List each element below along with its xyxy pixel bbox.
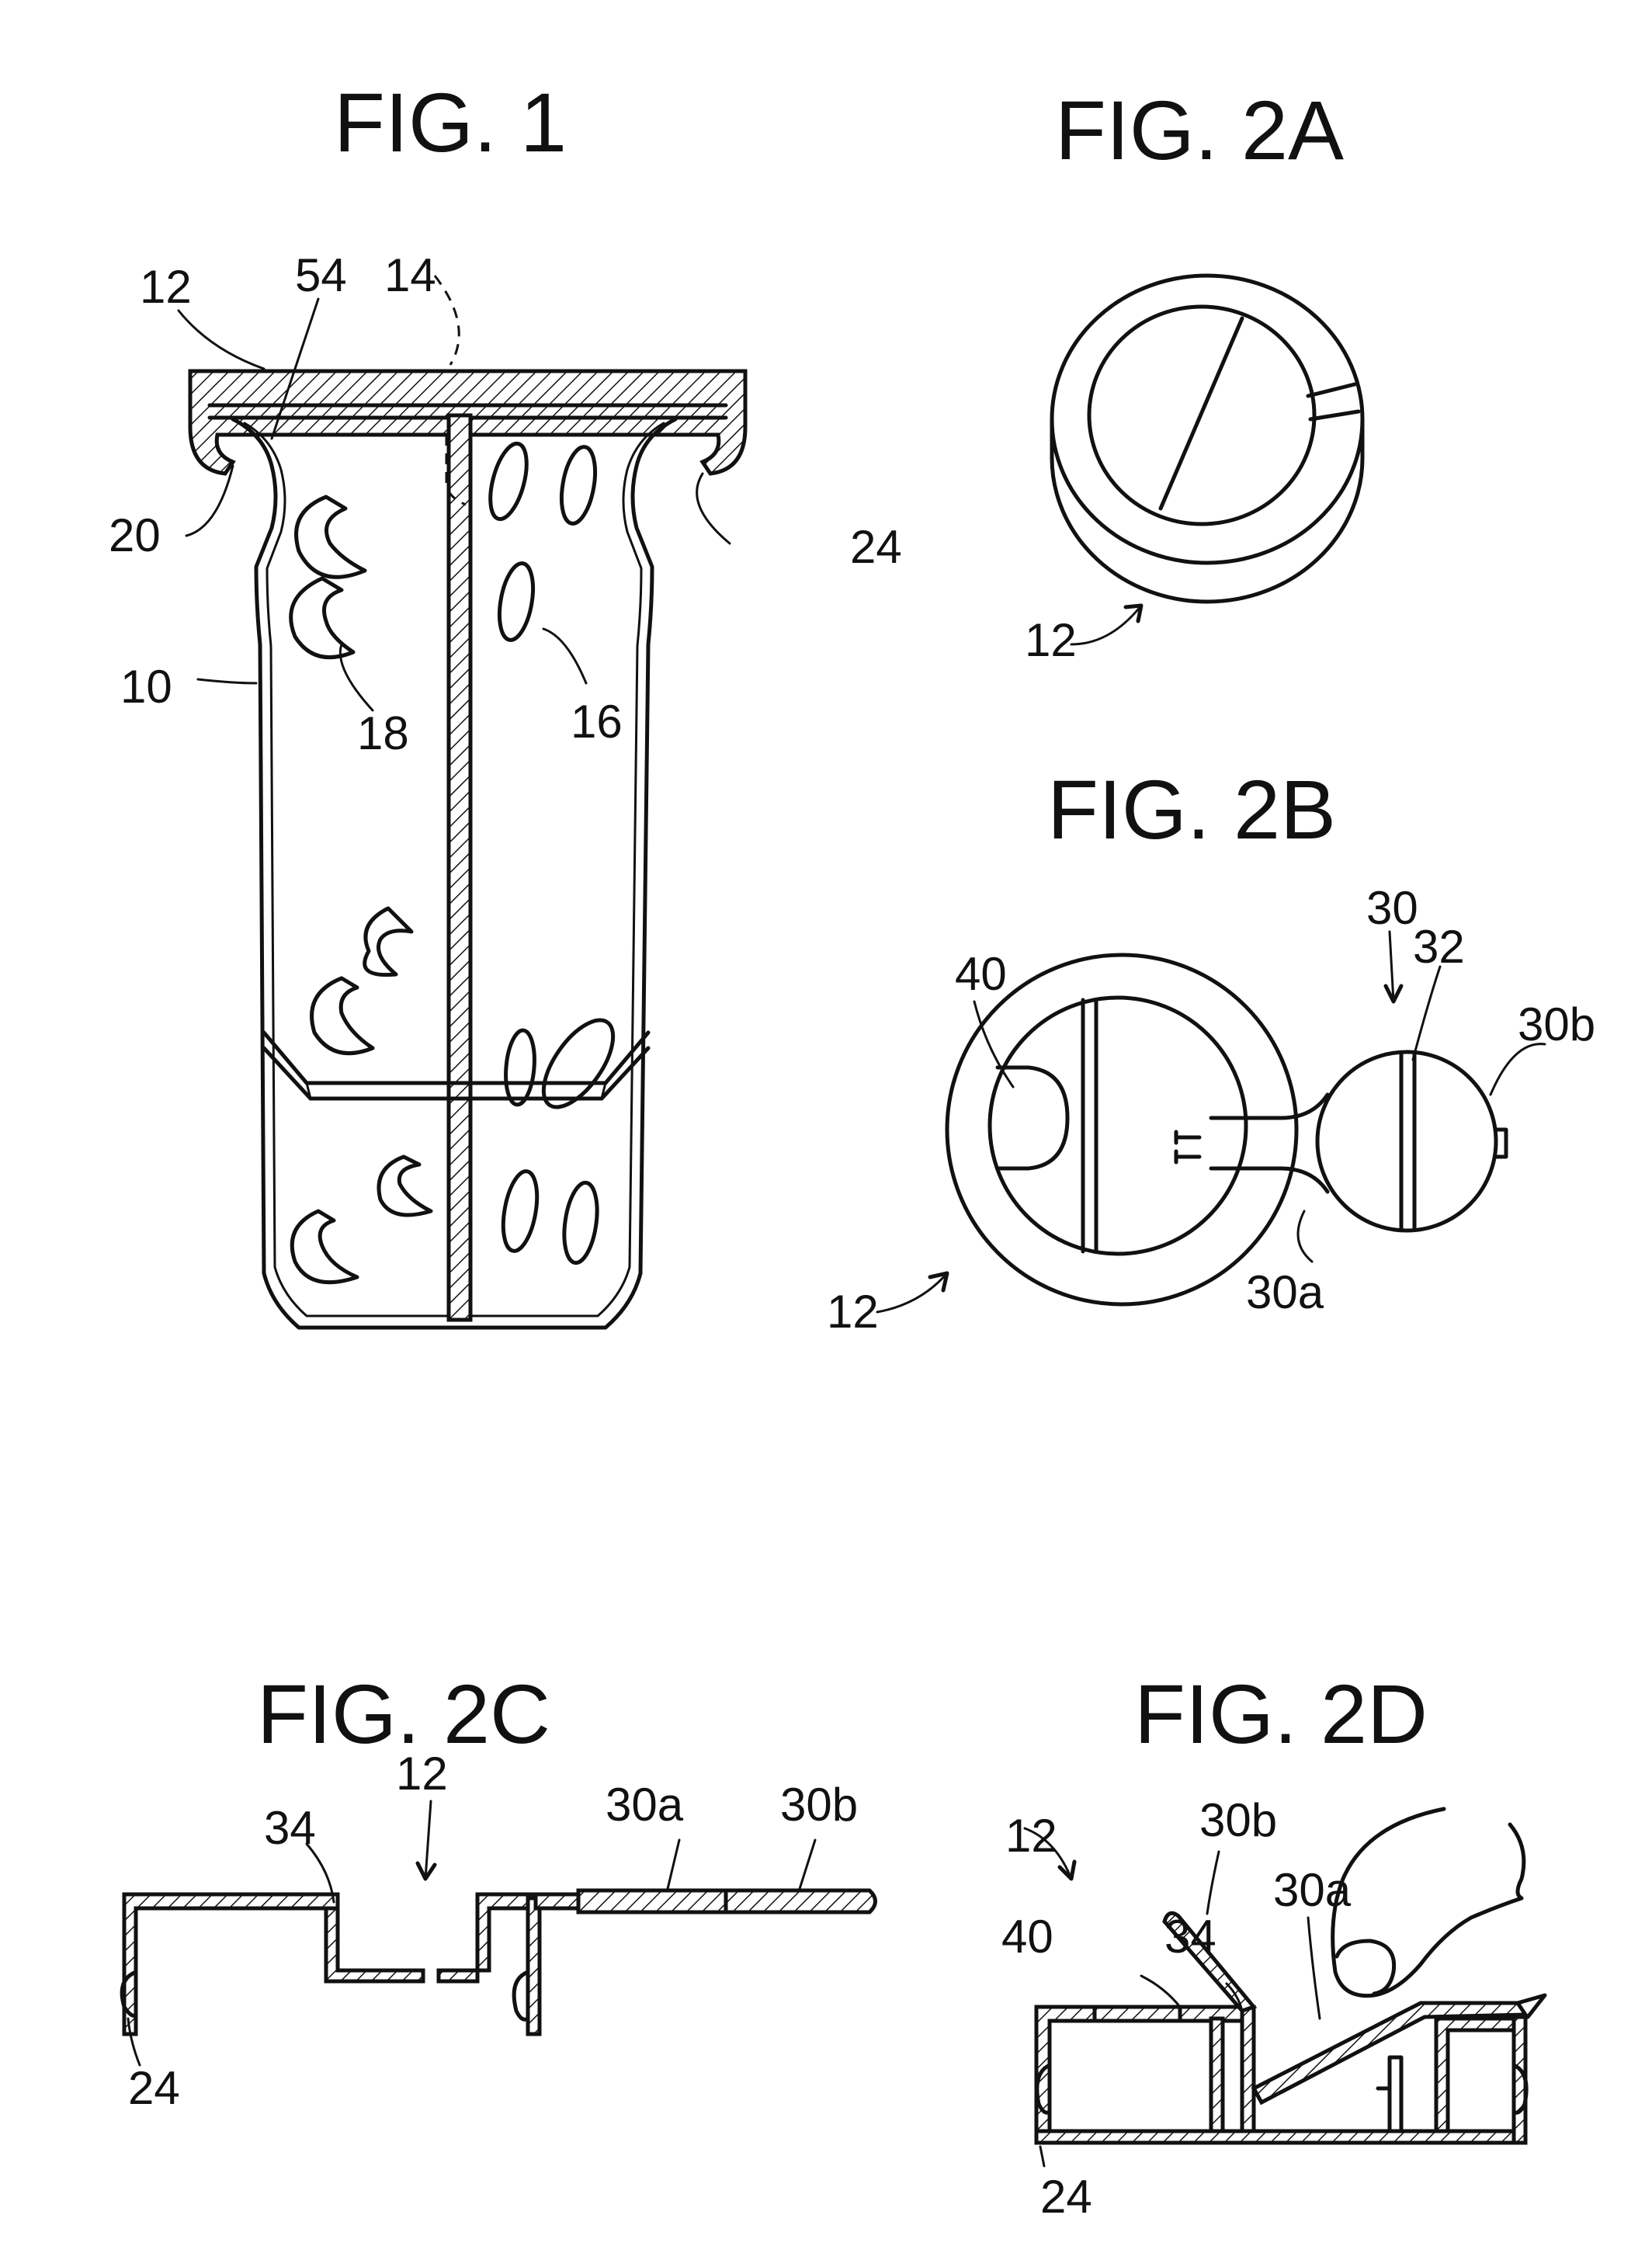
fig2c-label-30b: 30b bbox=[780, 1779, 858, 1831]
fig2b-cap-inner bbox=[990, 998, 1246, 1254]
fig2d-title: FIG. 2D bbox=[1134, 1667, 1428, 1761]
fig2c-label-24: 24 bbox=[128, 2062, 180, 2114]
fig2c-cap-profile bbox=[124, 1894, 338, 2034]
fig1-title: FIG. 1 bbox=[334, 75, 567, 169]
fig2c-title: FIG. 2C bbox=[257, 1667, 550, 1761]
fig2d-well bbox=[1242, 2007, 1254, 2131]
fig1-label-12: 12 bbox=[140, 261, 192, 313]
fig2c-label-34: 34 bbox=[264, 1802, 316, 1854]
fig1-divider-14 bbox=[449, 415, 470, 1320]
fig2c-cap-skirt bbox=[528, 1898, 540, 2034]
fig2b-label-30b: 30b bbox=[1518, 998, 1595, 1050]
fig2a-leader bbox=[1071, 606, 1141, 644]
fig2b-tether-30a bbox=[1211, 1095, 1328, 1192]
fig2d-finger bbox=[1333, 1809, 1524, 1996]
fig1-label-16: 16 bbox=[571, 696, 623, 748]
fig2d-fingernail bbox=[1337, 1941, 1394, 1994]
fig2d-leader-24 bbox=[1040, 2147, 1044, 2166]
fig1-label-18: 18 bbox=[357, 707, 409, 759]
fig2b-label-12: 12 bbox=[827, 1286, 879, 1338]
fig2c-tether bbox=[536, 1894, 578, 1908]
fig2b-label-40: 40 bbox=[955, 948, 1007, 1000]
fig2b-cap-slit bbox=[1083, 1000, 1096, 1251]
fig2d-center-post bbox=[1211, 2019, 1223, 2131]
fig2c-leaders bbox=[307, 1801, 815, 1902]
fig1-particles-18 bbox=[291, 497, 431, 1283]
fig2c-label-30a: 30a bbox=[606, 1779, 684, 1831]
fig2c-label-12: 12 bbox=[396, 1748, 448, 1800]
fig2b-pins bbox=[1176, 1132, 1199, 1162]
fig1-particles-16 bbox=[484, 440, 626, 1265]
fig1-label-54: 54 bbox=[295, 249, 347, 301]
fig2d-right-skirt bbox=[1436, 2019, 1514, 2131]
figure-2b: FIG. 2B 40 30 32 30b 12 30a bbox=[827, 762, 1595, 1338]
fig2b-plug-30b bbox=[1317, 1052, 1496, 1231]
fig2c-cap-center bbox=[439, 1894, 536, 1981]
fig2b-label-32: 32 bbox=[1413, 921, 1465, 973]
figure-2a: FIG. 2A 12 bbox=[1025, 83, 1362, 666]
fig2d-label-40: 40 bbox=[1001, 1911, 1053, 1963]
fig2b-title: FIG. 2B bbox=[1047, 762, 1336, 856]
fig2d-label-12: 12 bbox=[1005, 1810, 1057, 1862]
fig2c-plug-30b bbox=[726, 1890, 876, 1912]
fig2c-tether-30a bbox=[578, 1890, 726, 1912]
fig1-label-14: 14 bbox=[384, 249, 436, 301]
fig2c-cap-bead-right bbox=[514, 1972, 528, 2019]
fig2b-plug-slit-32 bbox=[1401, 1054, 1414, 1228]
figure-2d: FIG. 2D 30b 12 30a 40 34 24 bbox=[1001, 1667, 1545, 2223]
fig2d-label-30b: 30b bbox=[1199, 1794, 1277, 1846]
fig2d-label-34: 34 bbox=[1164, 1911, 1216, 1963]
fig2b-leader-12 bbox=[877, 1273, 947, 1312]
fig2b-window-40 bbox=[998, 1067, 1067, 1168]
fig2c-cap-step bbox=[326, 1908, 423, 1981]
fig2a-title: FIG. 2A bbox=[1055, 83, 1344, 177]
fig1-label-10: 10 bbox=[120, 661, 172, 713]
fig2b-label-30a: 30a bbox=[1246, 1266, 1324, 1318]
fig1-label-24: 24 bbox=[850, 521, 902, 573]
fig2d-label-24: 24 bbox=[1040, 2171, 1092, 2223]
fig2d-label-30a: 30a bbox=[1273, 1864, 1352, 1916]
fig1-label-20: 20 bbox=[109, 509, 161, 561]
fig2d-pin bbox=[1378, 2057, 1401, 2131]
fig2b-label-30: 30 bbox=[1366, 882, 1418, 934]
figure-1: FIG. 1 bbox=[109, 75, 902, 1328]
fig2a-label-12: 12 bbox=[1025, 614, 1077, 666]
figure-2c: FIG. 2C 12 30a 30b 34 24 bbox=[122, 1667, 875, 2114]
